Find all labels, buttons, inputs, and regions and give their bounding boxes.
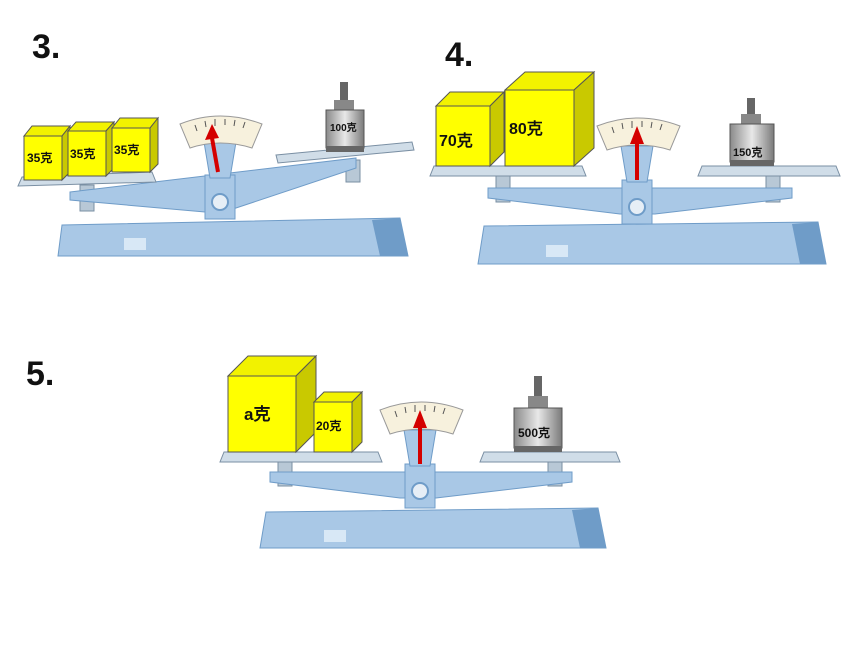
block-35g-a: 35克: [22, 124, 72, 182]
problem-3-number: 3.: [32, 28, 61, 66]
weight-500g: 500克: [513, 376, 563, 452]
scale-4: 70克 80克 150克: [429, 70, 841, 265]
block-label: 35克: [27, 150, 52, 165]
weight-label: 100克: [330, 121, 357, 134]
block-label: 80克: [509, 119, 543, 138]
weight-label: 150克: [733, 145, 762, 159]
problem-4-number: 4.: [445, 36, 474, 74]
block-80g: 80克: [503, 70, 596, 168]
problem-5-number: 5.: [26, 355, 55, 393]
block-35g-b: 35克: [66, 120, 116, 178]
block-label: 35克: [114, 142, 139, 157]
block-35g-c: 35克: [110, 116, 160, 174]
weight-label: 500克: [518, 425, 550, 440]
block-70g: 70克: [434, 90, 506, 168]
block-label: a克: [244, 404, 270, 424]
weight-100g: 100克: [325, 82, 365, 152]
weight-150g: 150克: [729, 98, 775, 166]
block-20g: 20克: [312, 390, 364, 454]
block-a-g: a克: [226, 354, 318, 454]
scale-3: 35克 35克 35克 100克: [17, 82, 415, 257]
block-label: 35克: [70, 146, 95, 161]
block-label: 70克: [439, 131, 473, 150]
block-label: 20克: [316, 418, 341, 433]
scale-5: a克 20克 500克: [219, 354, 621, 549]
